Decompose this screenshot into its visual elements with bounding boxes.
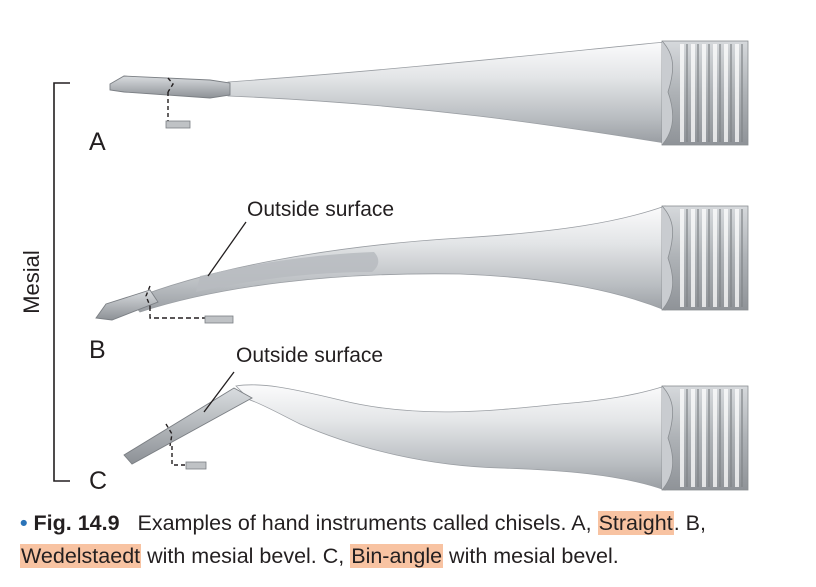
blade-b	[95, 289, 159, 321]
mesial-bracket	[53, 82, 70, 482]
instrument-c-letter: C	[89, 467, 107, 495]
instrument-a	[109, 40, 749, 146]
caption-text-4: with mesial bevel.	[443, 544, 619, 568]
highlight-straight: Straight	[597, 511, 674, 535]
callout-label-b: Outside surface	[247, 198, 394, 221]
chisel-figure: Mesial A	[19, 40, 749, 495]
callout-label-c: Outside surface	[236, 344, 383, 367]
callout-line-b	[207, 221, 247, 277]
caption-bullet: •	[20, 511, 28, 535]
caption-text-2: . B,	[673, 511, 706, 535]
blade-a	[109, 75, 231, 99]
callout-line-c	[203, 371, 235, 413]
highlight-bin-angle: Bin-angle	[350, 544, 444, 568]
highlight-wedelstaedt: Wedelstaedt	[20, 544, 142, 568]
blade-c	[123, 387, 253, 465]
figure-number: Fig. 14.9	[33, 511, 120, 535]
instrument-b	[95, 205, 749, 324]
mesial-label: Mesial	[19, 250, 44, 314]
cross-section-c	[185, 461, 207, 470]
instrument-b-letter: B	[89, 336, 106, 364]
cross-section-b	[204, 315, 234, 324]
figure-caption: • Fig. 14.9 Examples of hand instruments…	[20, 507, 810, 573]
caption-text-1: Examples of hand instruments called chis…	[137, 511, 598, 535]
instrument-a-letter: A	[89, 128, 106, 156]
cross-section-a	[165, 120, 191, 129]
instrument-c	[123, 371, 749, 491]
caption-text-3: with mesial bevel. C,	[141, 544, 351, 568]
